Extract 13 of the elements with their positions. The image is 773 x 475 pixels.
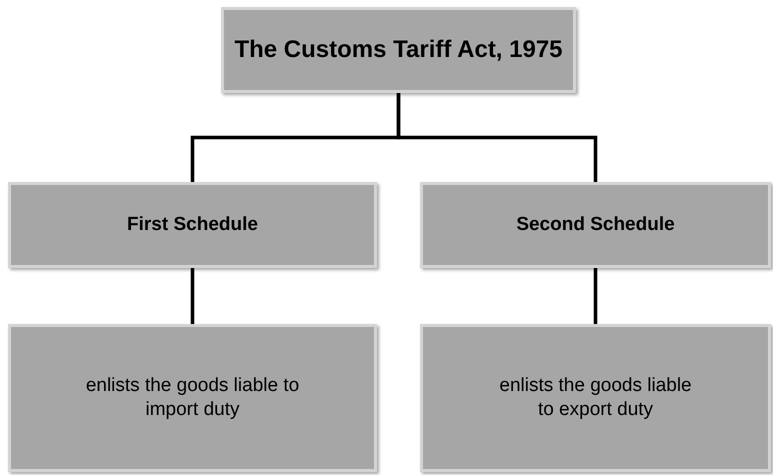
box-label: The Customs Tariff Act, 1975: [234, 35, 563, 65]
box-label: enlists the goods liable to import duty: [84, 374, 300, 422]
connector-line: [396, 93, 598, 182]
text-box: [8, 324, 377, 472]
text-box: [420, 324, 771, 472]
connector-line: [190, 268, 194, 324]
box-label: Second Schedule: [516, 213, 675, 237]
box-label: First Schedule: [127, 213, 258, 237]
text-box: [221, 7, 576, 93]
connector-line: [594, 268, 598, 324]
text-box: [420, 182, 771, 268]
text-box: [8, 182, 377, 268]
box-label: enlists the goods liable to export duty: [498, 374, 693, 422]
